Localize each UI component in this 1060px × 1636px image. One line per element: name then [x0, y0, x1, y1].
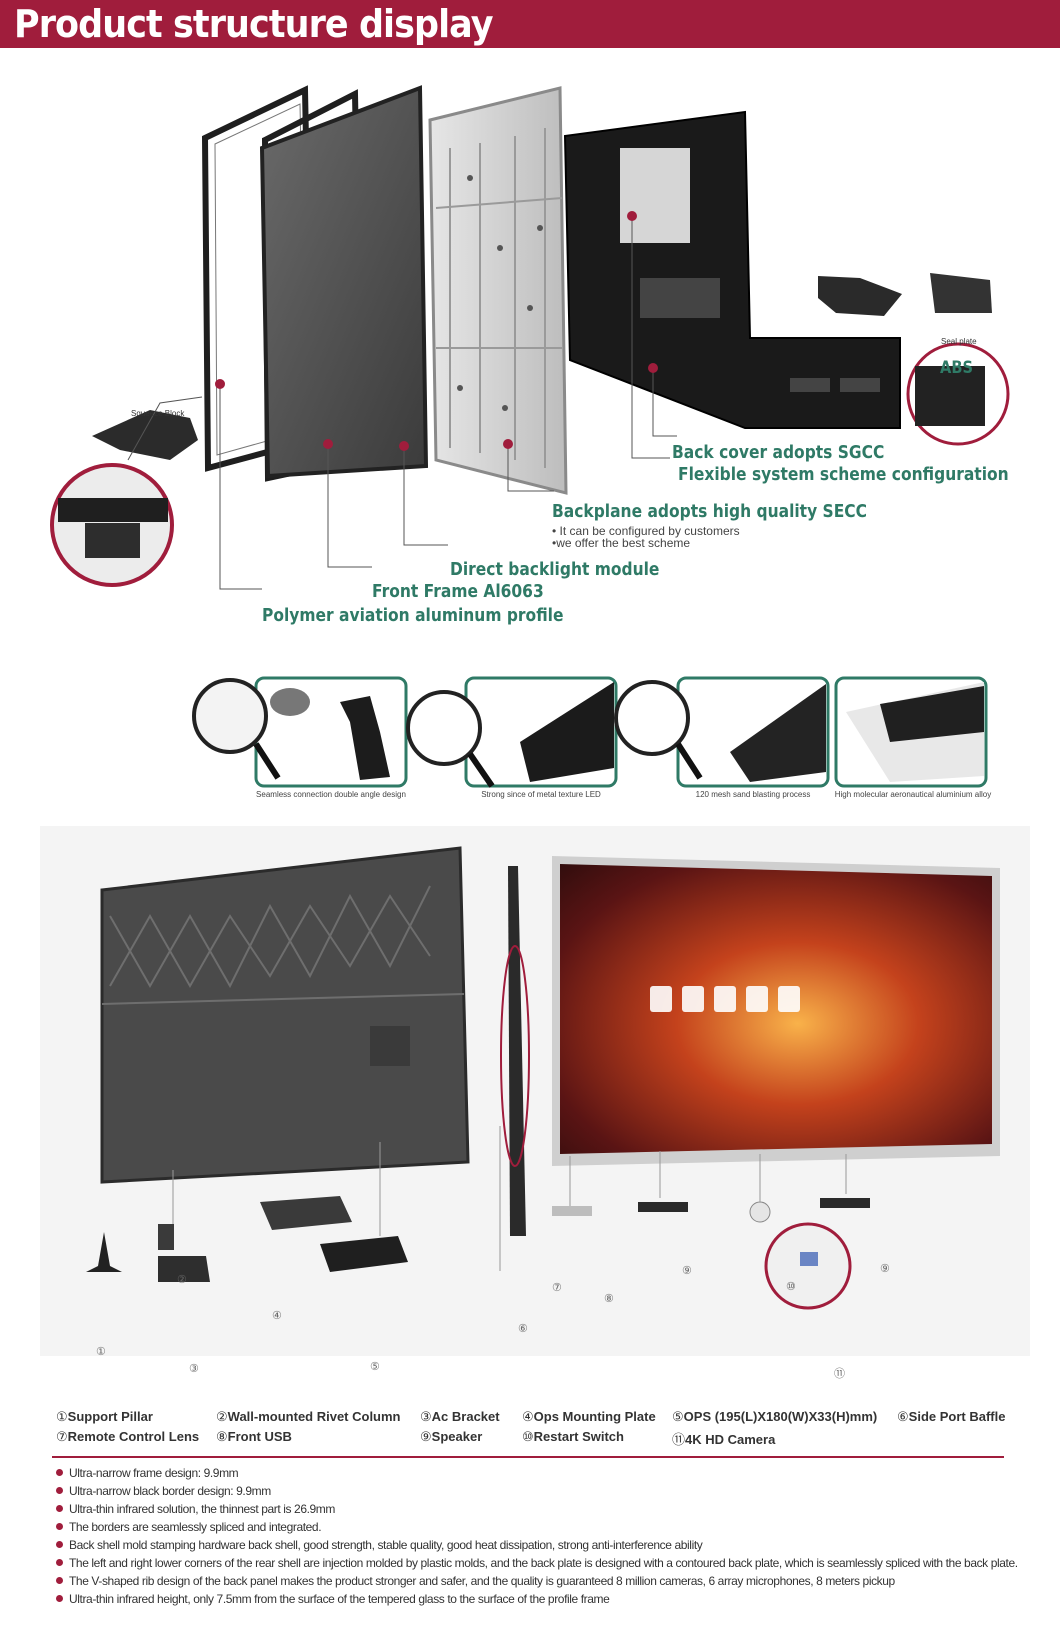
thumb-caption-2: Strong since of metal texture LED	[481, 790, 601, 799]
header-banner	[0, 0, 1060, 48]
marker-5: ⑤	[370, 1361, 380, 1373]
exploded-view-illustration	[50, 85, 1010, 590]
ops-mounting-plate	[260, 1196, 352, 1230]
marker-10: ⑩	[786, 1281, 796, 1293]
marker-7: ⑦	[552, 1282, 562, 1294]
back-cover-callout: Back cover adopts SGCC	[672, 442, 885, 463]
legend-item: ⑦Remote Control Lens	[56, 1429, 200, 1444]
marker-9a: ⑨	[682, 1265, 692, 1277]
speaker-left	[638, 1202, 688, 1212]
backplane-callout: Backplane adopts high quality SECC	[552, 501, 868, 522]
backplane-note-2: •we offer the best scheme	[552, 536, 691, 550]
marker-4: ④	[272, 1310, 282, 1322]
legend-item: ②Wall-mounted Rivet Column	[216, 1409, 401, 1424]
divider	[52, 1456, 1004, 1458]
direct-backlight-callout: Direct backlight module	[450, 559, 660, 580]
legend-item: ⑪4K HD Camera	[672, 1432, 776, 1447]
legend-item: ①Support Pillar	[56, 1409, 153, 1424]
feature-item: Ultra-thin infrared solution, the thinne…	[56, 1502, 335, 1516]
thumb-caption-3: 120 mesh sand blasting process	[695, 790, 811, 799]
side-panel	[508, 866, 526, 1236]
legend-item: ⑥Side Port Baffle	[897, 1409, 1006, 1424]
polymer-callout: Polymer aviation aluminum profile	[262, 605, 564, 626]
flexible-callout: Flexible system scheme configuration	[678, 464, 1009, 485]
wall-rivet-column	[158, 1224, 174, 1250]
backlight-module	[259, 85, 429, 479]
speaker-right	[820, 1198, 870, 1208]
marker-6: ⑥	[518, 1323, 528, 1335]
legend-item: ④Ops Mounting Plate	[522, 1409, 656, 1424]
seal-plate-piece	[930, 273, 992, 313]
marker-2: ②	[177, 1274, 187, 1286]
feature-item: The left and right lower corners of the …	[56, 1556, 1018, 1570]
squeeze-block	[92, 410, 198, 460]
marker-9b: ⑨	[880, 1263, 890, 1275]
ops-box	[320, 1236, 408, 1272]
feature-item: Ultra-thin infrared height, only 7.5mm f…	[56, 1592, 610, 1606]
rear-panel	[100, 846, 470, 1184]
feature-item: Ultra-narrow black border design: 9.9mm	[56, 1484, 271, 1498]
remote-lens-bracket	[552, 1206, 592, 1216]
feature-item: The V-shaped rib design of the back pane…	[56, 1574, 895, 1588]
thumb-caption-4: High molecular aeronautical aluminium al…	[834, 790, 992, 799]
product-views-illustration	[40, 826, 1030, 1356]
feature-item: The borders are seamlessly spliced and i…	[56, 1520, 322, 1534]
feature-item: Ultra-narrow frame design: 9.9mm	[56, 1466, 239, 1480]
abs-label: ABS	[940, 358, 973, 378]
front-frame-callout: Front Frame Al6063	[372, 581, 544, 602]
marker-3: ③	[189, 1363, 199, 1375]
detail-thumbnails	[192, 676, 988, 788]
legend-item: ⑧Front USB	[216, 1429, 292, 1444]
ac-bracket	[158, 1256, 210, 1282]
backplane	[428, 86, 568, 495]
page-title: Product structure display	[14, 2, 494, 46]
legend-item: ⑤OPS (195(L)X180(W)X33(H)mm)	[672, 1409, 878, 1424]
legend-item: ③Ac Bracket	[420, 1409, 500, 1424]
feature-item: Back shell mold stamping hardware back s…	[56, 1538, 703, 1552]
marker-8: ⑧	[604, 1293, 614, 1305]
squeeze-block-label: Squeeze Block	[131, 409, 185, 418]
restart-switch	[749, 1201, 771, 1223]
support-pillar	[86, 1232, 122, 1272]
marker-1: ①	[96, 1346, 106, 1358]
marker-11: ⑪	[834, 1368, 845, 1380]
backplane-note-1: • It can be configured by customers	[552, 524, 740, 538]
bracket-piece	[818, 276, 902, 316]
seal-plate-label: Seal plate	[941, 337, 977, 346]
legend-item: ⑩Restart Switch	[522, 1429, 624, 1444]
legend-item: ⑨Speaker	[420, 1429, 483, 1444]
thumb-caption-1: Seamless connection double angle design	[256, 790, 406, 799]
front-screen	[560, 864, 992, 1154]
